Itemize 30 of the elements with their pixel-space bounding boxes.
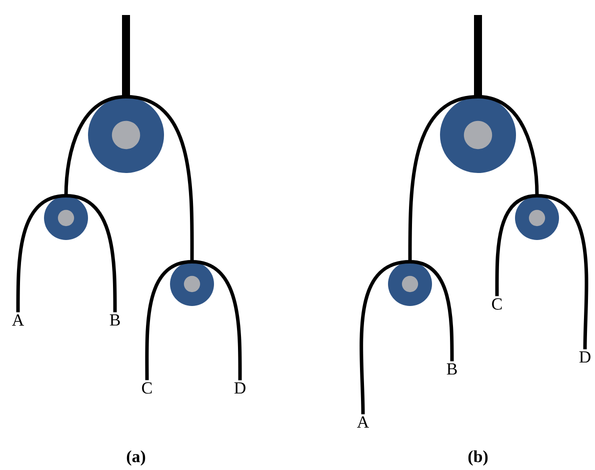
tree-node-circle (88, 97, 164, 173)
tree-branch (474, 15, 482, 97)
tree-branch (126, 95, 194, 262)
tree-node-circle (44, 196, 88, 240)
leaf-label: C (142, 382, 152, 394)
tree-node-circle (388, 262, 432, 306)
tree-branch (408, 95, 478, 262)
tree-branch (478, 95, 539, 196)
tree-branch (536, 194, 588, 350)
tree-branch (495, 194, 538, 296)
tree-branch (360, 260, 410, 414)
tree-branch (192, 260, 242, 380)
tree-branch (122, 15, 130, 97)
tree-node-circle (170, 262, 214, 306)
leaf-label: A (12, 314, 24, 326)
tree-branch (16, 194, 66, 312)
tree-node-circle (440, 97, 516, 173)
leaf-label: C (492, 298, 502, 310)
leaf-label: A (357, 416, 369, 428)
leaf-label: D (579, 351, 590, 363)
leaf-label: B (446, 363, 457, 375)
leaf-label: B (110, 314, 120, 326)
leaf-label: D (234, 382, 246, 394)
tree-node-circle (515, 196, 559, 240)
panel-label: (a) (126, 450, 146, 466)
panel-label: (b) (468, 450, 488, 466)
tree-branch (66, 194, 117, 312)
tree-branch (64, 95, 126, 196)
tree-branch (410, 260, 454, 362)
tree-branch (145, 260, 192, 380)
